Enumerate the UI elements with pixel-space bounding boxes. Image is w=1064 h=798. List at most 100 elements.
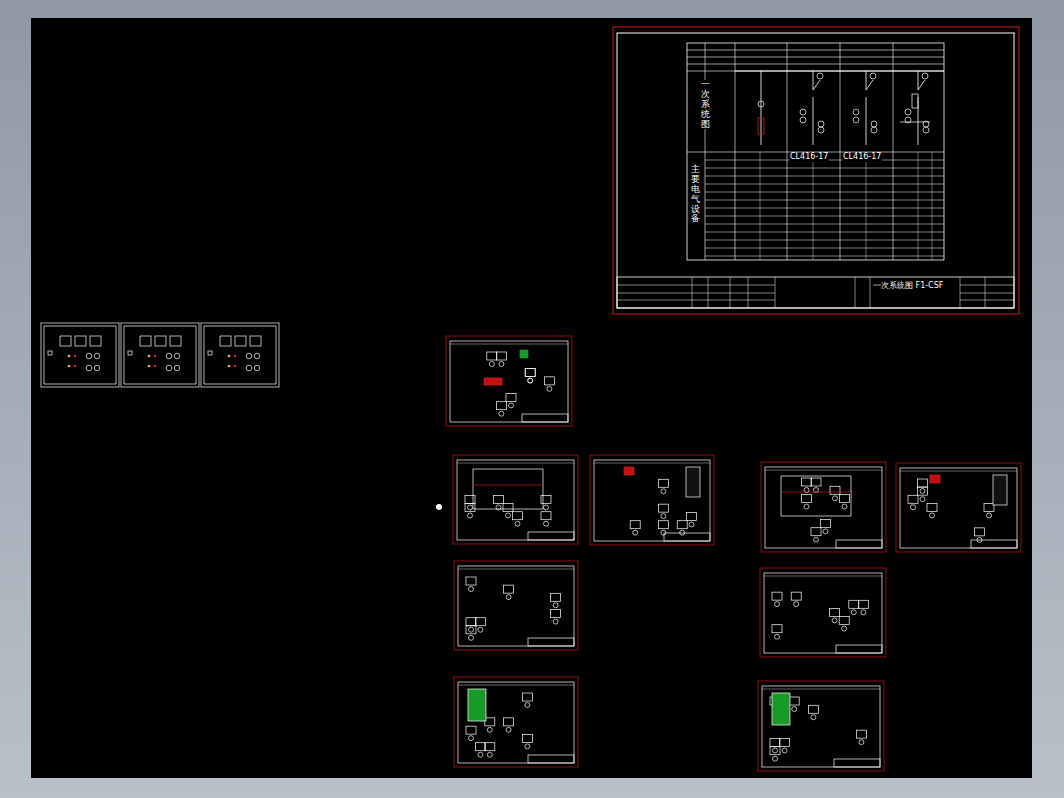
meter-window [220,336,231,346]
sheet-frame [762,686,880,767]
ct-symbol [818,127,824,133]
table-rule [705,224,944,225]
ct-symbol [818,121,824,127]
title-block [836,540,882,548]
component-symbol [525,369,535,377]
table-subcolumn [918,152,919,260]
switch-blade [813,80,820,90]
switch-blade [866,80,873,90]
indicator [128,351,132,355]
signal-lamp [234,365,237,368]
title-column [855,277,856,308]
grid-ruler [457,463,574,464]
grid-ruler [450,344,568,345]
component-symbol [469,635,474,640]
ct-symbol [758,101,764,107]
ct-symbol [923,127,929,133]
equipment-model: CL416-17 [789,153,829,162]
panel-door [204,326,276,384]
title-rule [960,300,1014,301]
indicator [208,351,212,355]
meter-window [235,336,246,346]
panel-door [124,326,196,384]
component-symbol [794,602,799,607]
sheet-frame [458,566,574,646]
fuse-symbol [758,118,764,134]
meter-window [155,336,166,346]
component-symbol [773,748,778,753]
title-column [692,277,693,308]
wire [473,485,543,486]
component-symbol [804,504,809,509]
sheet-frame [900,468,1017,548]
title-block [971,540,1017,548]
component-symbol [859,740,864,745]
push-button [246,353,252,359]
component-symbol [661,530,666,535]
sheet-frame [764,573,882,653]
component-symbol [930,513,935,518]
push-button [86,365,92,371]
table-rule [687,71,944,72]
title-block [834,759,880,767]
title-column [708,277,709,308]
component-symbol [487,352,497,360]
component-symbol [469,736,474,741]
component-symbol [466,626,476,634]
table-rule [705,232,944,233]
component-symbol [469,627,474,632]
component-symbol [506,727,511,732]
sheet-frame [450,341,568,422]
ct-symbol [853,109,859,115]
component-symbol [509,403,514,408]
component-symbol [861,610,866,615]
grid-ruler [594,463,710,464]
sheet-border [758,681,884,771]
push-button [254,353,260,359]
component-symbol [839,617,849,625]
component-symbol [489,362,494,367]
component-symbol [506,393,516,401]
component-symbol [814,537,819,542]
component-symbol [633,530,638,535]
push-button [254,365,260,371]
sheet-border [446,336,572,426]
component-symbol [466,726,476,734]
component-symbol [789,697,799,705]
signal-lamp [228,365,231,368]
title-block [528,638,574,646]
component-symbol [772,625,782,633]
sheet-border [590,455,714,545]
component-symbol [661,489,666,494]
component-symbol [927,503,937,511]
scheme-table [687,43,944,260]
table-rule [705,200,944,201]
panel-door [44,326,116,384]
signal-lamp [74,355,77,358]
ct-symbol [800,109,806,115]
component-symbol [496,402,506,410]
title-column [730,277,731,308]
component-symbol [499,411,504,416]
ct-symbol [871,121,877,127]
feeder-line [813,71,814,90]
component-symbol [478,752,483,757]
signal-lamp [228,355,231,358]
panel-outline [41,323,119,387]
arrester-symbol [870,73,876,79]
component-symbol [987,513,992,518]
table-rule [705,168,944,169]
equipment-model: CL416-17 [842,153,882,162]
component-symbol [775,634,780,639]
meter-window [140,336,151,346]
component-symbol [918,479,928,487]
component-symbol [911,505,916,510]
transformer-symbol [912,94,918,108]
component-symbol [506,513,511,518]
component-symbol [977,537,982,542]
table-rule [705,208,944,209]
component-symbol [658,504,668,512]
sheet-border [896,463,1021,552]
title-block [617,277,1014,308]
meter-window [250,336,261,346]
